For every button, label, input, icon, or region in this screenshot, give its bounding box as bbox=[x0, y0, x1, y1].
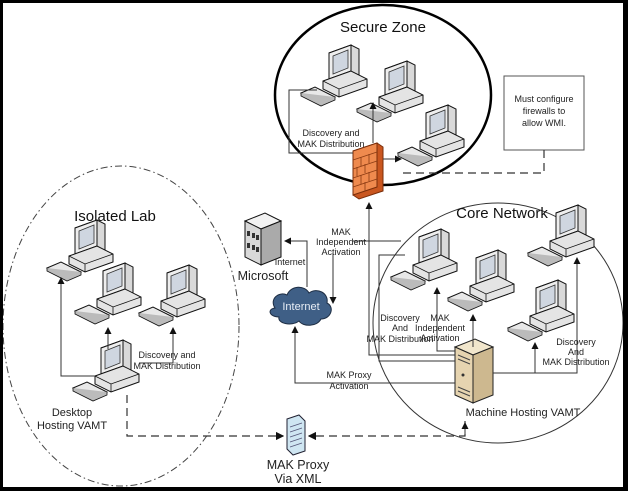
core-discovery-right-label-2: And bbox=[568, 347, 584, 357]
isolated-discovery-label-2: MAK Distribution bbox=[133, 361, 200, 371]
note-connector bbox=[398, 150, 545, 174]
mak-indep-top-label-2: Independent bbox=[316, 237, 367, 247]
core-mak-indep-label-3: Activation bbox=[420, 333, 459, 343]
note-line-2: firewalls to bbox=[523, 106, 566, 116]
secure-pc-2[interactable] bbox=[356, 60, 424, 123]
mak-proxy-act-label-2: Activation bbox=[329, 381, 368, 391]
diagram-canvas: Secure Zone Must configure firewalls to … bbox=[3, 3, 623, 487]
core-mak-indep-label-2: Independent bbox=[415, 323, 466, 333]
core-mak-indep-label-1: MAK bbox=[430, 313, 450, 323]
core-to-secure-link bbox=[365, 202, 455, 356]
core-pc-1[interactable] bbox=[390, 228, 458, 291]
xml-label-1: MAK Proxy bbox=[267, 458, 330, 472]
secure-zone-title: Secure Zone bbox=[340, 19, 426, 36]
secure-link-1 bbox=[288, 89, 353, 154]
machine-host-label: Machine Hosting VAMT bbox=[466, 407, 581, 419]
mak-indep-top-label-1: MAK bbox=[331, 227, 351, 237]
mak-proxy-act-label-1: MAK Proxy bbox=[326, 370, 372, 380]
desktop-host-label-1: Desktop bbox=[52, 407, 92, 419]
xml-label-2: Via XML bbox=[274, 472, 321, 486]
secure-pc-3[interactable] bbox=[397, 104, 465, 167]
isolated-link-1 bbox=[57, 277, 95, 377]
desktop-to-xml-link bbox=[126, 395, 285, 441]
microsoft-building-icon[interactable] bbox=[243, 212, 283, 266]
network-diagram: Secure Zone Must configure firewalls to … bbox=[3, 3, 623, 487]
isolated-link-3 bbox=[139, 327, 177, 364]
firewall-note: Must configure firewalls to allow WMI. bbox=[398, 75, 585, 174]
core-discovery-left-link bbox=[378, 254, 455, 362]
desktop-hosting-vamt[interactable] bbox=[72, 339, 140, 402]
internet-link-label: Internet bbox=[275, 257, 306, 267]
vamt-server-icon[interactable] bbox=[453, 338, 495, 404]
core-discovery-left-label-2: And bbox=[392, 323, 408, 333]
secure-discovery-label-2: MAK Distribution bbox=[297, 139, 364, 149]
core-pc-2[interactable] bbox=[447, 249, 515, 312]
isolated-pc-3[interactable] bbox=[138, 264, 206, 327]
server-to-xml-link bbox=[307, 421, 466, 441]
core-mak-indep-link bbox=[433, 287, 455, 352]
core-discovery-right-label-3: MAK Distribution bbox=[542, 357, 609, 367]
xml-document-icon[interactable] bbox=[286, 414, 306, 456]
core-network-zone: Core Network bbox=[372, 202, 623, 444]
note-line-1: Must configure bbox=[514, 94, 573, 104]
note-line-3: allow WMI. bbox=[522, 118, 566, 128]
core-link-pc3 bbox=[493, 257, 581, 374]
core-discovery-right-label-1: Discovery bbox=[556, 337, 596, 347]
core-discovery-left-label-1: Discovery bbox=[380, 313, 420, 323]
isolated-discovery-label-1: Discovery and bbox=[138, 350, 195, 360]
core-discovery-left-label-3: MAK Distribution bbox=[366, 334, 433, 344]
microsoft-label: Microsoft bbox=[238, 269, 289, 283]
secure-pc-1[interactable] bbox=[300, 44, 368, 107]
secure-discovery-label-1: Discovery and bbox=[302, 128, 359, 138]
core-network-title: Core Network bbox=[456, 205, 548, 222]
isolated-lab-title: Isolated Lab bbox=[74, 208, 156, 225]
firewall-icon[interactable] bbox=[352, 142, 384, 200]
internet-cloud-label: Internet bbox=[282, 301, 319, 313]
core-pc-4[interactable] bbox=[507, 279, 575, 342]
isolated-lab-zone: Isolated Lab bbox=[3, 165, 240, 487]
internet-to-microsoft-link bbox=[284, 237, 308, 287]
desktop-host-label-2: Hosting VAMT bbox=[37, 420, 107, 432]
isolated-lab-boundary bbox=[3, 165, 240, 487]
core-network-boundary bbox=[372, 202, 623, 444]
internet-cloud-icon[interactable] bbox=[269, 286, 332, 326]
mak-indep-top-label-3: Activation bbox=[321, 247, 360, 257]
mak-proxy-activation-link bbox=[291, 326, 455, 384]
